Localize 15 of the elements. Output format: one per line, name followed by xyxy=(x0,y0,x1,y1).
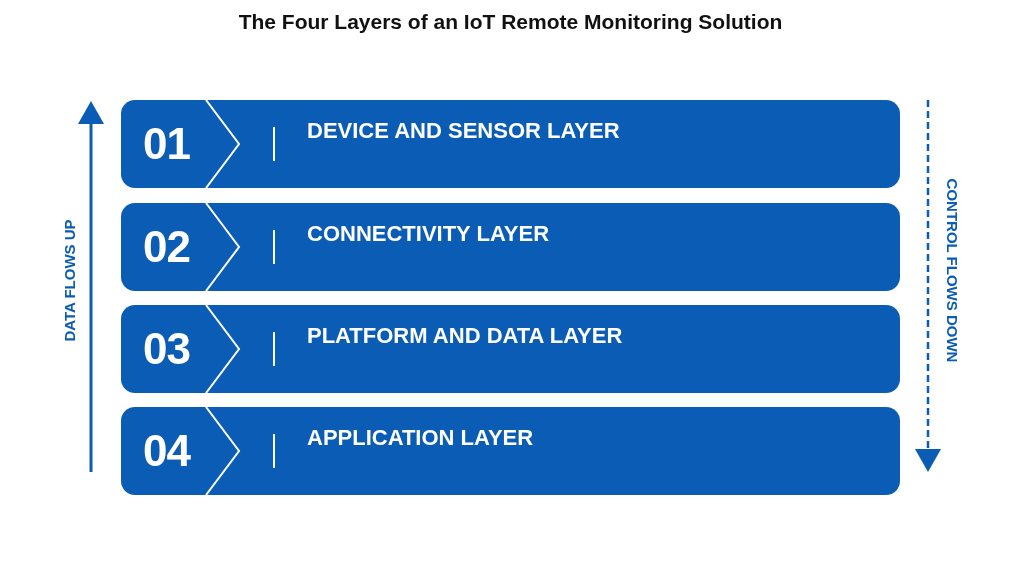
layer-band xyxy=(121,407,900,495)
layer-number: 03 xyxy=(143,323,190,375)
layer-number: 01 xyxy=(143,118,190,170)
flow-label: DATA FLOWS UP xyxy=(60,218,78,342)
layer-band xyxy=(121,100,900,188)
layer-name: CONNECTIVITY LAYER xyxy=(307,221,551,247)
layer-band xyxy=(121,305,900,393)
layer-name: DEVICE AND SENSOR LAYER xyxy=(307,118,621,144)
layer-name: APPLICATION LAYER xyxy=(307,425,535,451)
layer-number: 04 xyxy=(143,425,190,477)
flow-label: CONTROL FLOWS DOWN xyxy=(944,178,962,362)
title: The Four Layers of an IoT Remote Monitoring Solution xyxy=(237,10,784,34)
layer-number: 02 xyxy=(143,221,190,273)
layer-band xyxy=(121,203,900,291)
layer-name: PLATFORM AND DATA LAYER xyxy=(307,323,624,349)
